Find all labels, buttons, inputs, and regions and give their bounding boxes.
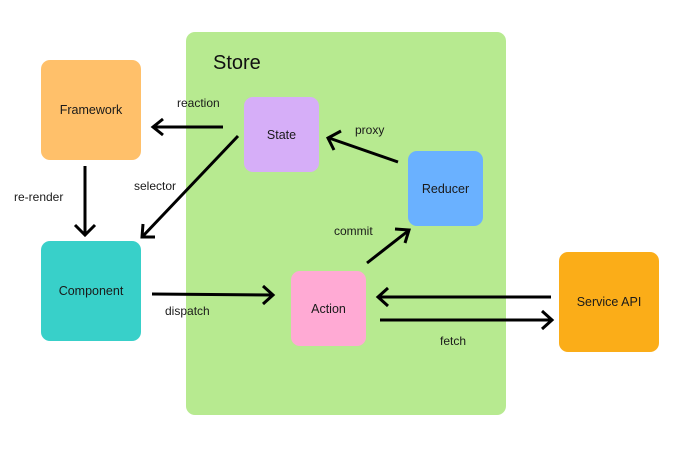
action-label: Action	[311, 301, 346, 316]
state-node[interactable]: State	[244, 97, 319, 172]
service-api-node[interactable]: Service API	[559, 252, 659, 352]
re-render-arrow	[73, 166, 97, 238]
framework-node[interactable]: Framework	[41, 60, 141, 160]
dispatch-label: dispatch	[165, 304, 210, 318]
reducer-node[interactable]: Reducer	[408, 151, 483, 226]
service-api-label: Service API	[576, 295, 642, 309]
framework-label: Framework	[59, 103, 123, 117]
commit-label: commit	[334, 224, 373, 238]
component-label: Component	[58, 284, 124, 298]
re-render-label: re-render	[14, 190, 64, 204]
component-node[interactable]: Component	[41, 241, 141, 341]
reducer-label: Reducer	[421, 181, 470, 196]
state-label: State	[266, 127, 297, 142]
proxy-label: proxy	[355, 123, 385, 137]
selector-label: selector	[134, 179, 177, 193]
reaction-label: reaction	[177, 96, 220, 110]
fetch-label: fetch	[440, 334, 467, 348]
action-node[interactable]: Action	[291, 271, 366, 346]
store-title: Store	[213, 52, 261, 74]
